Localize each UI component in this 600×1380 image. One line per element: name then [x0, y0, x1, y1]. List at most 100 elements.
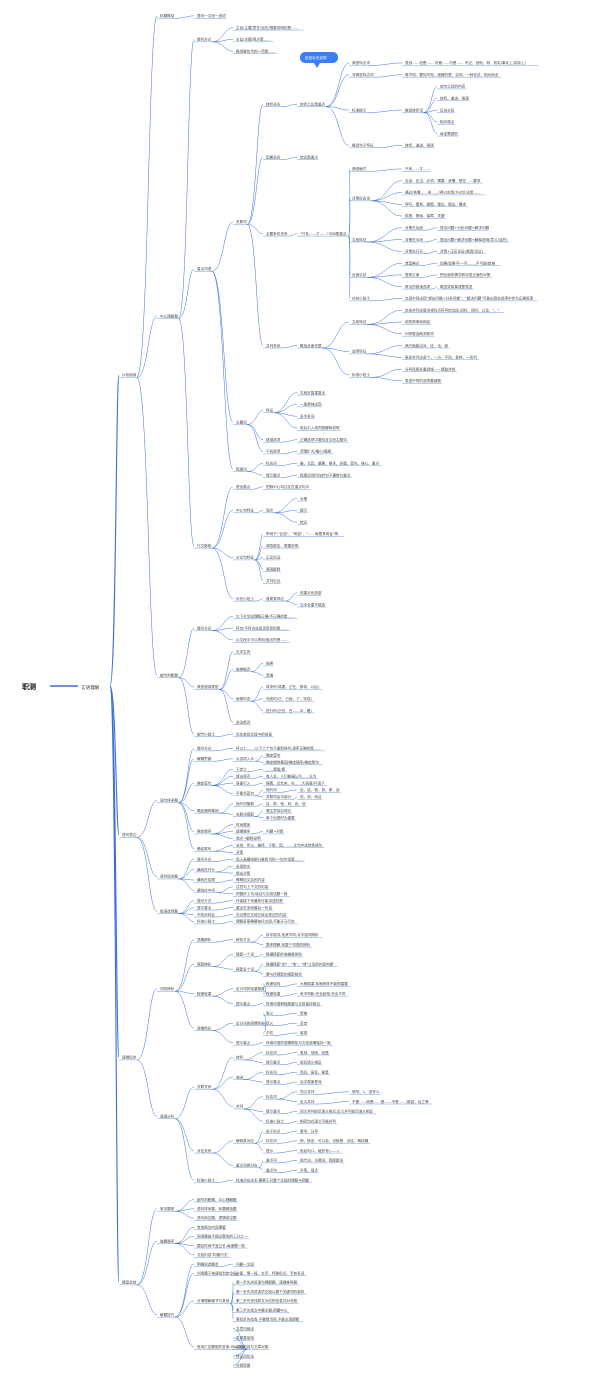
node-z_tici[interactable]: 程度词 [236, 466, 247, 471]
node-y_paixu[interactable]: 语句排序题 [160, 798, 178, 803]
node-by3b1[interactable]: 提出问题+解决问题+解释说明(意义/目的) [440, 237, 508, 242]
node-t_jq3[interactable]: 分清理解细节与其他 [197, 1298, 230, 1303]
node-c_y1b2a[interactable]: 后文程度更深 [300, 1079, 322, 1084]
node-x_bc1[interactable]: 优先查找文段中的信息 [236, 731, 272, 736]
node-xw1a[interactable]: 把脉中心句往往在重点句中 [266, 484, 310, 489]
node-by2c[interactable]: 呼吁、倡导、提倡、建议、倡议、要求 [405, 201, 466, 206]
node-t_jq[interactable]: 解题技巧 [160, 1312, 175, 1317]
node-gz3a1[interactable]: 前句之后的内容 [440, 84, 466, 89]
node-c_y1c1a1[interactable]: 顿号、1、逗号1) [352, 1089, 380, 1094]
node-by3a1[interactable]: 提出问题+分析问题+解决问题 [440, 225, 490, 230]
node-x_l3b[interactable]: 完成时(已、已经、了、完成) [266, 696, 313, 701]
node-c_y1a2[interactable]: 提示重点 [266, 1060, 281, 1065]
node-y_t4b[interactable]: 把握好上句,保证与文段话题一致 [236, 891, 288, 896]
node-y_p6[interactable]: 确定尾句 [197, 846, 212, 851]
node-c_c1a2[interactable]: 整体理解,找整个词语的辨析 [266, 942, 311, 947]
node-xw1[interactable]: 提出重点 [236, 484, 251, 489]
node-t_jq4d[interactable]: 特征同化法 [236, 1353, 254, 1358]
node-t_jq4c[interactable]: 文段内容与文章对照 [236, 1344, 269, 1349]
node-tc2[interactable]: 提示重点 [266, 472, 281, 477]
node-s_zhongxin[interactable]: 中心理解题 [160, 313, 178, 318]
node-c_c4a2[interactable]: 贬义 [266, 1020, 274, 1025]
node-c_c3a2[interactable]: 程度较重 [266, 991, 281, 996]
node-y_tiankong[interactable]: 语句填空题 [160, 874, 178, 879]
node-xw4a[interactable]: 首尾有呼应 [266, 596, 284, 601]
node-c_c3b1[interactable]: 所填词语和程度重与文段保持相当 [266, 1001, 320, 1006]
node-c_y3[interactable]: 标准小贴士 [197, 1177, 215, 1182]
node-tc1a[interactable]: 最、尤其、重要、根本、关键、首先、核心、重点 [300, 461, 379, 466]
node-t_ys1[interactable]: 考查原文内容理解 [197, 1224, 226, 1229]
node-bl1c[interactable]: 列举更连两关联词 [405, 331, 434, 336]
node-c_c4[interactable]: 感情色彩 [197, 1025, 212, 1030]
node-z_zhongdian[interactable]: 重点词语 [197, 266, 212, 271]
node-t_jq4b[interactable]: 答案直接找 [236, 1335, 254, 1340]
node-l1b[interactable]: 语句表达 [122, 832, 137, 837]
node-t_jq4e[interactable]: 分组思路 [236, 1363, 251, 1368]
node-c_c1a1[interactable]: 拆字组词,找其不同,对字组词辨析 [266, 932, 319, 937]
node-y_p1a[interactable]: 将以上……,以下六个句子重新排列,语序正确的是…… [236, 746, 321, 751]
node-c_y2b1[interactable]: 重点词 [266, 1158, 277, 1163]
node-y_p3b[interactable]: 提出观点 [236, 773, 251, 778]
node-g_bl[interactable]: 概括全面完整 [300, 343, 322, 348]
node-c_c3a1[interactable]: 程度较轻 [266, 981, 281, 986]
node-zt3[interactable]: 干扰选项 [266, 449, 281, 454]
node-c_y2a2a[interactable]: 即、换言、可以说、也就是、总结、概括确 [300, 1138, 369, 1143]
node-gz2[interactable]: 非典型标志词 [352, 72, 374, 77]
node-zt1b[interactable]: 一般单纯出现 [300, 402, 322, 407]
node-x_l4[interactable]: 说法绝对 [236, 720, 251, 725]
node-g_biyao[interactable]: 必要条件关系 [266, 231, 288, 236]
node-c_c1[interactable]: 语素辨析 [197, 937, 212, 942]
node-y_t2[interactable]: 横线在开头 [197, 867, 215, 872]
node-y_j4a[interactable]: 理解答案需要依托文段,不能天马行空 [236, 919, 295, 924]
node-xw3[interactable]: 分论句特征 [236, 555, 254, 560]
node-gz3a2[interactable]: 转折、递进、强调 [440, 96, 469, 101]
node-t_ys4[interactable]: 文段内容"构建行文" [197, 1252, 229, 1257]
node-y_p5b[interactable]: 逻辑顺序 [236, 829, 251, 834]
node-c_y1a[interactable]: 转折 [236, 1055, 244, 1060]
node-zt1d[interactable]: 前后引入或同类解释说明 [300, 425, 340, 430]
node-t_cj[interactable]: 常见题型 [160, 1206, 175, 1211]
node-y_t3[interactable]: 横线在结尾 [197, 877, 215, 882]
node-c_y2a1a[interactable]: 冒号、分号 [300, 1128, 318, 1133]
node-y_p3d2a[interactable]: 但、却、而且 [300, 794, 322, 799]
node-y_p4a1[interactable]: 这、那、他、其、此、该 [266, 801, 306, 806]
node-t_jq1a[interactable]: 问题一文段 [236, 1261, 254, 1266]
node-xw3a[interactable]: 举例子:"比如"、"例如"、"……就是其例证"等 [266, 531, 339, 536]
node-t_ys3[interactable]: 题目时间不宜过长,每道题一般 [197, 1243, 245, 1248]
node-y_j4[interactable]: 标准小贴士 [197, 919, 215, 924]
node-g_yinguo[interactable]: 因果关系 [266, 154, 281, 159]
node-c_c4b1[interactable]: 所填词语的感情褒贬与文段感情保持一致 [266, 1040, 331, 1045]
node-c_y1c3a[interactable]: 相同句式语义可能并列 [300, 1118, 336, 1123]
node-y_p3b1[interactable]: 有人说、人们普遍认为……认为 [266, 773, 317, 778]
node-t_jq2a[interactable]: 全面、第一段、文字、特殊标点、专有名词 [236, 1270, 305, 1275]
node-t_jq4[interactable]: 常用汇总题型的答案,可以选用 [197, 1344, 245, 1349]
node-x_l2a[interactable]: 偷换 [266, 661, 274, 666]
node-z_guanlian[interactable]: 关联词 [236, 219, 247, 224]
node-by2d[interactable]: 前提、基础、保障、关键 [405, 213, 445, 218]
node-bl2b[interactable]: 更多并列出多个、一方、不同、各种、一系列 [405, 355, 477, 360]
node-gz3a[interactable]: 概括转折词 [405, 107, 423, 112]
node-xw3e[interactable]: 并列论证 [266, 578, 281, 583]
node-bl2[interactable]: 选项特征 [352, 349, 367, 354]
node-x_l2[interactable]: 偷换概念 [236, 667, 251, 672]
node-x_l2b[interactable]: 混淆 [266, 672, 274, 677]
node-c_y1b[interactable]: 递进 [236, 1074, 244, 1079]
node-x_l3c[interactable]: 进行时(正在、在……中、着) [266, 708, 313, 713]
node-y_p5b2[interactable]: 问题→对策 [266, 829, 284, 834]
node-z_zhuti[interactable]: 主题词 [236, 419, 247, 424]
node-xw2a[interactable]: 观点 [266, 508, 274, 513]
node-tc1[interactable]: 标志词 [266, 461, 277, 466]
node-g_bingli[interactable]: 并列关系 [266, 343, 281, 348]
node-y_p1[interactable]: 提问方式 [197, 746, 212, 751]
node-y_j3[interactable]: 不校对特征 [197, 912, 215, 917]
node-x_buc[interactable]: 细节小贴士 [197, 731, 215, 736]
node-gz3[interactable]: 标准提示 [352, 107, 367, 112]
node-bl1b[interactable]: 和的简单而和结 [405, 319, 431, 324]
node-y_p3c[interactable]: 背景引入 [236, 780, 251, 785]
node-t_ys2[interactable]: 阅读题量不超过整体的三分之一 [197, 1234, 248, 1239]
node-by3a[interactable]: 对策在后面 [405, 225, 423, 230]
node-y_t3a[interactable]: 需概括文后的内容 [236, 877, 265, 882]
node-bl3[interactable]: 标准小贴士 [352, 372, 370, 377]
node-l1c[interactable]: 逻辑填空 [122, 1055, 137, 1060]
node-by4b1[interactable]: 把反面的情况转化成正面的对策 [440, 272, 491, 277]
